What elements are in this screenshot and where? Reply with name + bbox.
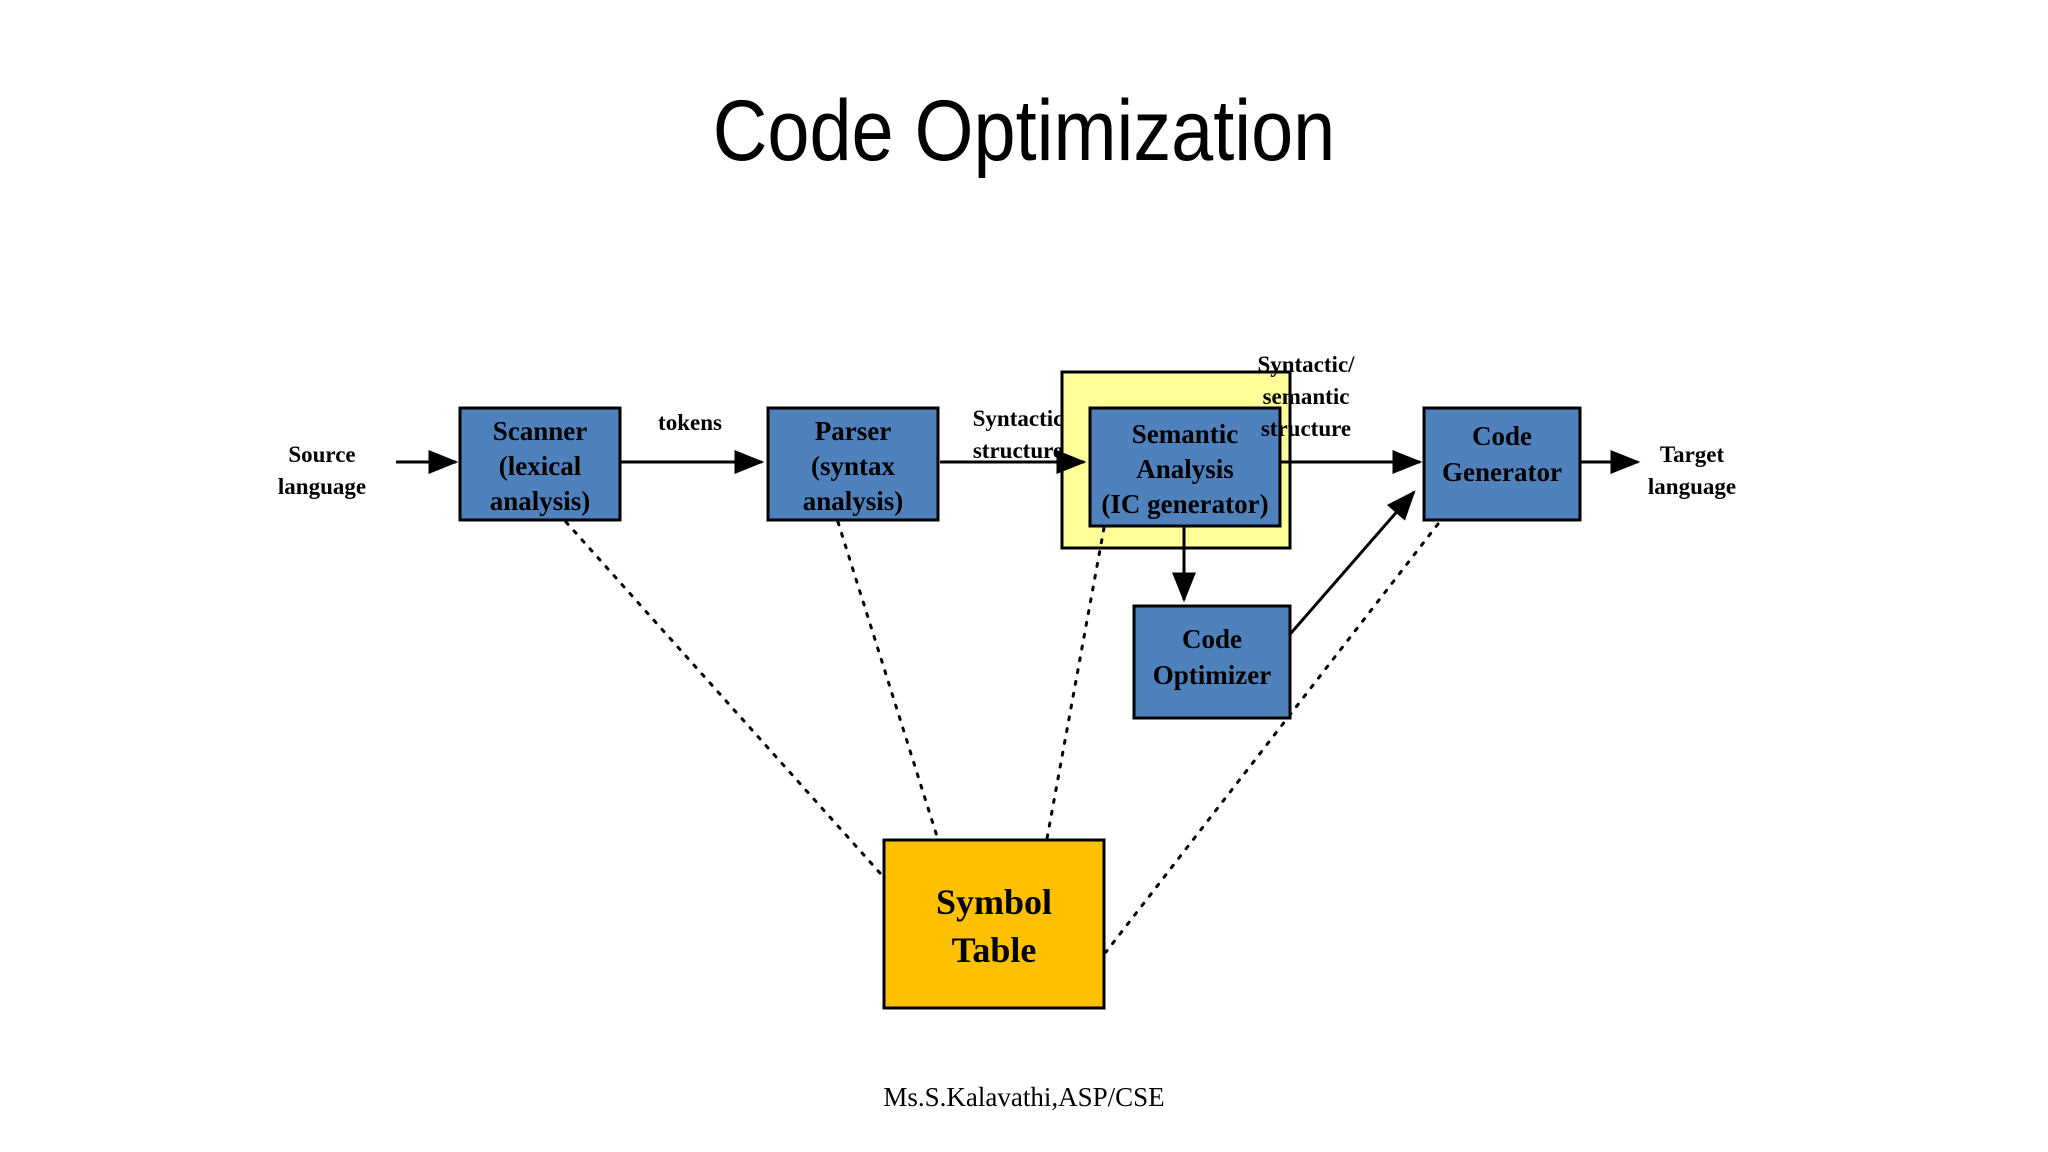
node-code-optimizer-line-2: Optimizer — [1153, 660, 1271, 690]
node-symbol-table[interactable]: Symbol Table — [882, 838, 1106, 1010]
node-symbol-table-box[interactable] — [882, 838, 1106, 1010]
dotted-connector-parser-symboltable — [836, 520, 942, 848]
label-syntactic-semantic-structure: Syntactic/ semantic structure — [1257, 352, 1355, 441]
node-parser-line-1: Parser — [815, 416, 891, 446]
label-syntactic-structure-line-2: structure — [973, 438, 1063, 463]
node-code-optimizer-line-1: Code — [1182, 624, 1242, 654]
label-target-language-line-1: Target — [1660, 442, 1725, 467]
node-parser-line-3: analysis) — [803, 486, 904, 516]
label-syntactic-structure: Syntactic structure — [973, 406, 1064, 463]
node-symbol-table-line-1: Symbol — [936, 882, 1052, 922]
dotted-connector-scanner-symboltable — [564, 520, 890, 884]
node-parser-line-2: (syntax — [811, 451, 896, 481]
node-scanner-line-3: analysis) — [490, 486, 591, 516]
node-symbol-table-line-2: Table — [952, 930, 1037, 970]
node-parser[interactable]: Parser (syntax analysis) — [766, 406, 940, 522]
label-source-language-line-2: language — [278, 474, 366, 499]
arrow-codeoptimizer-to-codegenerator — [1276, 490, 1416, 649]
node-scanner-line-2: (lexical — [499, 451, 582, 481]
node-scanner-box[interactable] — [458, 406, 622, 522]
node-code-generator[interactable]: Code Generator — [1422, 406, 1582, 522]
page-title: Code Optimization — [712, 83, 1336, 179]
label-target-language-line-2: language — [1648, 474, 1736, 499]
node-code-generator-line-1: Code — [1472, 421, 1532, 451]
label-source-language-line-1: Source — [288, 442, 355, 467]
node-semantic-analysis-box[interactable] — [1088, 406, 1282, 528]
label-source-language: Source language — [278, 442, 366, 499]
label-syntactic-semantic-structure-line-3: structure — [1261, 416, 1351, 441]
node-semantic-analysis-line-1: Semantic — [1132, 419, 1239, 449]
node-parser-box[interactable] — [766, 406, 940, 522]
node-code-generator-box[interactable] — [1422, 406, 1582, 522]
node-code-optimizer[interactable]: Code Optimizer — [1132, 604, 1292, 720]
node-semantic-analysis-line-3: (IC generator) — [1101, 489, 1268, 519]
footer-attribution: Ms.S.Kalavathi,ASP/CSE — [883, 1082, 1165, 1112]
node-scanner-line-1: Scanner — [493, 416, 588, 446]
label-syntactic-structure-line-1: Syntactic — [973, 406, 1064, 431]
dotted-connector-codegenerator-symboltable — [1104, 522, 1440, 954]
label-syntactic-semantic-structure-line-1: Syntactic/ — [1257, 352, 1355, 377]
label-target-language: Target language — [1648, 442, 1736, 499]
node-code-generator-line-2: Generator — [1442, 457, 1562, 487]
node-semantic-analysis-line-2: Analysis — [1136, 454, 1234, 484]
node-code-optimizer-box[interactable] — [1132, 604, 1292, 720]
node-scanner[interactable]: Scanner (lexical analysis) — [458, 406, 622, 522]
node-semantic-analysis[interactable]: Semantic Analysis (IC generator) — [1088, 406, 1282, 528]
label-tokens-line-1: tokens — [658, 410, 722, 435]
dotted-connector-semantic-symboltable — [1044, 526, 1106, 846]
label-syntactic-semantic-structure-line-2: semantic — [1263, 384, 1350, 409]
label-tokens: tokens — [658, 410, 722, 435]
